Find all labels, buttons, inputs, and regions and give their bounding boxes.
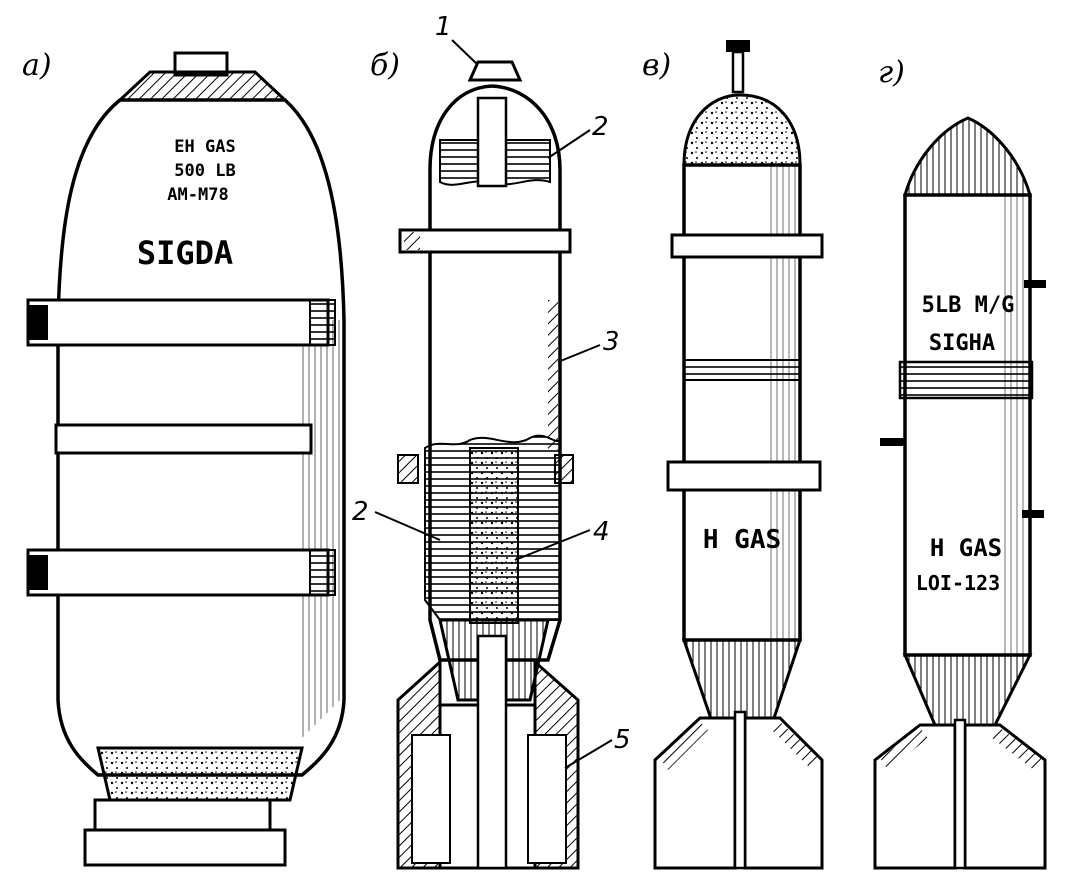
tail-plate-a (83, 828, 287, 867)
suspension-band-top-a (26, 298, 330, 347)
bomb-a: а) EH GAS 500 LB AM-M78 SIGDA (22, 48, 346, 867)
lug-bottom-g (1022, 510, 1044, 518)
marking-line-4-g: LOI-123 (916, 571, 1000, 595)
bomb-b: б) 1 2 3 (352, 12, 631, 870)
shading-g (1000, 195, 1028, 655)
wall-hatch-b (548, 300, 558, 450)
leader-4 (514, 529, 591, 561)
lug-top-left-b (404, 232, 420, 250)
lug-left-g (880, 438, 906, 446)
tail-base-a (96, 746, 304, 802)
leader-2-bottom (374, 511, 441, 541)
bomb-v: в) H GAS (642, 40, 824, 870)
callout-2-bottom: 2 (352, 497, 369, 527)
lug-top-g (1024, 280, 1046, 288)
panel-label-g: г) (878, 55, 905, 90)
marking-line-3-a: AM-M78 (167, 185, 228, 205)
fin-center-v (733, 710, 747, 870)
fin-hatch-left-g (880, 728, 928, 770)
band-top-b (398, 228, 572, 254)
valve-stem-v (731, 50, 745, 94)
panel-label-b: б) (370, 48, 400, 83)
callout-5: 5 (614, 725, 631, 755)
band-mid-v (683, 359, 801, 381)
leader-1 (451, 39, 479, 66)
marking-v: H GAS (703, 525, 781, 555)
callout-1: 1 (435, 12, 452, 42)
nose-ogive-g (903, 116, 1032, 197)
shading-a (300, 320, 340, 740)
valve-handle-v (726, 40, 750, 52)
band-mid-a (54, 423, 313, 455)
bomb-g: г) 5LB M/G SIGHA H GAS LOI-123 (873, 55, 1047, 870)
band-g (898, 360, 1034, 400)
suspension-band-bottom-a (26, 548, 330, 597)
fin-center-g (953, 718, 967, 870)
nose-fuze-b (467, 60, 523, 82)
marking-line-3-g: H GAS (930, 534, 1002, 562)
callout-4: 4 (593, 517, 610, 547)
marking-line-2-a: 500 LB (174, 161, 235, 181)
band-bottom-v (666, 460, 822, 492)
lug-right-bottom-a (309, 549, 336, 596)
tail-cone-g (902, 653, 1033, 727)
leader-2-top (547, 129, 591, 159)
leader-5 (564, 739, 613, 769)
marking-line-2-g: SIGHA (929, 331, 995, 356)
leader-3 (557, 344, 601, 363)
burster-tube-top-b (476, 96, 508, 188)
lug-mid-right-b (554, 454, 574, 484)
burster-tube-bottom-b (476, 634, 508, 870)
tail-ring-a (93, 798, 272, 832)
tail-coil-right-b (527, 734, 567, 864)
band-top-v (670, 233, 824, 259)
lug-right-top-a (309, 299, 336, 346)
lug-left-bottom-a (28, 555, 48, 590)
nose-cone-a (116, 70, 289, 102)
callout-2-top: 2 (592, 112, 609, 142)
bomb-name-a: SIGDA (137, 234, 233, 272)
fin-hatch-right-v (772, 722, 820, 770)
panel-label-a: а) (22, 48, 52, 83)
panel-label-v: в) (642, 48, 671, 83)
marking-line-1-g: 5LB M/G (922, 293, 1015, 318)
marking-line-1-a: EH GAS (174, 137, 235, 157)
tail-coil-left-b (411, 734, 451, 864)
lug-left-top-a (28, 305, 48, 340)
callout-3: 3 (603, 327, 620, 357)
burster-charge-b (469, 447, 519, 624)
fin-hatch-right-g (992, 728, 1042, 770)
fin-hatch-left-v (660, 722, 708, 770)
lug-mid-left-b (397, 454, 419, 484)
nose-dome-v (682, 93, 802, 167)
